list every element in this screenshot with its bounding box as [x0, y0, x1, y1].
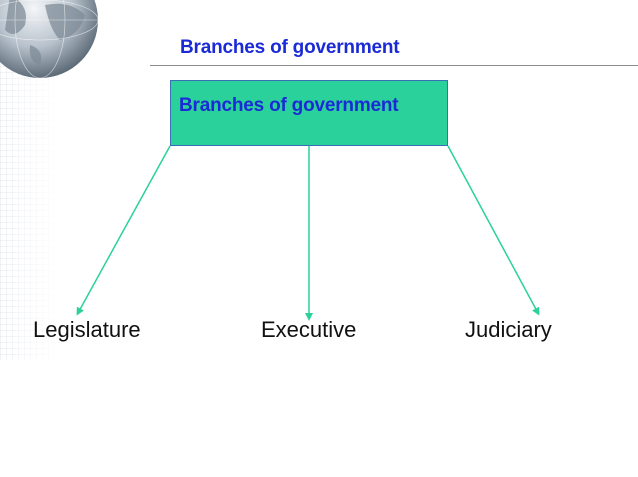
slide-title: Branches of government — [180, 37, 400, 58]
title-underline — [150, 65, 638, 66]
branch-judiciary: Judiciary — [465, 317, 552, 342]
root-node-box: Branches of government — [170, 80, 448, 146]
branch-legislature: Legislature — [33, 317, 141, 342]
connector-judiciary — [447, 145, 540, 316]
root-node-label: Branches of government — [179, 95, 399, 116]
branch-executive: Executive — [261, 317, 357, 342]
globe-icon — [0, 0, 99, 360]
